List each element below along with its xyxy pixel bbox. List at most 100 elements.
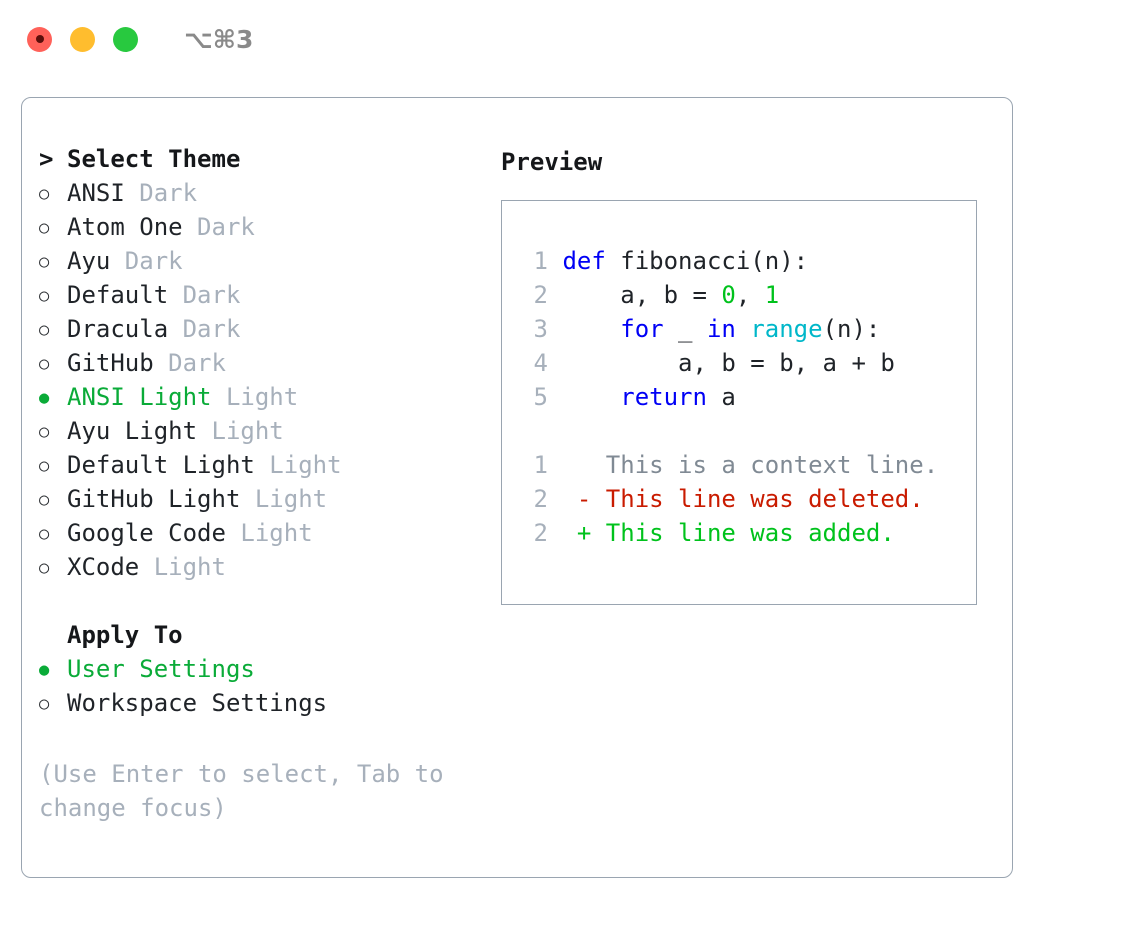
radio-unselected-icon: ○ — [39, 286, 50, 306]
radio-unselected-icon: ○ — [39, 354, 50, 374]
theme-option-label: Default Light — [67, 451, 255, 479]
code-line: 2 a, b = 0, 1 — [516, 278, 970, 312]
traffic-light-group — [27, 26, 138, 52]
apply-to-list: ●User Settings ○ Workspace Settings — [39, 655, 479, 723]
minimize-button[interactable] — [70, 26, 95, 52]
code-token-plain: (n): — [822, 315, 881, 343]
code-line: 3 for _ in range(n): — [516, 312, 970, 346]
theme-option-label: Ayu — [67, 247, 111, 275]
theme-option-variant: Light — [225, 519, 313, 547]
theme-option-label: Atom One — [67, 213, 183, 241]
select-theme-heading-label: Select Theme — [67, 145, 241, 173]
diff-marker: + — [548, 519, 592, 547]
line-number: 5 — [533, 383, 548, 411]
diff-block: 1 This is a context line.2 - This line w… — [516, 448, 970, 550]
diff-line: 2 - This line was deleted. — [516, 482, 970, 516]
theme-option-default-light[interactable]: ○Default Light Light — [39, 451, 479, 485]
theme-option-label: Google Code — [67, 519, 226, 547]
theme-list: ○ANSI Dark○Atom One Dark○Ayu Dark○Defaul… — [39, 179, 479, 587]
line-number: 1 — [533, 247, 548, 275]
diff-line-number: 2 — [533, 485, 548, 513]
code-line: 1 def fibonacci(n): — [516, 244, 970, 278]
apply-to-option-workspace-settings[interactable]: ○ Workspace Settings — [39, 689, 479, 723]
apply-to-option-label: Workspace Settings — [67, 689, 328, 717]
theme-option-variant: Dark — [182, 213, 255, 241]
theme-option-variant: Dark — [168, 315, 241, 343]
theme-option-variant: Dark — [124, 179, 198, 207]
code-token-plain: fibonacci(n): — [605, 247, 809, 275]
code-token-num: 1 — [764, 281, 780, 309]
theme-option-atom-one[interactable]: ○ Atom One Dark — [39, 213, 479, 247]
preview-column: Preview 1 def fibonacci(n):2 a, b = 0, 1… — [501, 145, 991, 605]
theme-option-label: Dracula — [67, 315, 169, 343]
code-token-plain: a, b = b, a + b — [562, 349, 895, 377]
theme-option-variant: Light — [254, 451, 342, 479]
theme-option-label: XCode — [67, 553, 140, 581]
code-line: 5 return a — [516, 380, 970, 414]
theme-option-xcode[interactable]: ○ XCode Light — [39, 553, 479, 587]
apply-to-option-user-settings[interactable]: ●User Settings — [39, 655, 479, 689]
preview-title: Preview — [501, 148, 603, 176]
code-token-plain — [562, 315, 620, 343]
line-number: 3 — [533, 315, 548, 343]
code-diff-separator — [516, 414, 970, 448]
theme-option-variant: Dark — [110, 247, 183, 275]
diff-line-number: 1 — [533, 451, 548, 479]
code-token-kw: def — [562, 247, 606, 275]
main-panel: > Select Theme ○ANSI Dark○Atom One Dark○… — [21, 97, 1013, 878]
diff-line-text: This line was deleted. — [591, 485, 924, 513]
radio-unselected-icon: ○ — [39, 558, 50, 578]
diff-line-number: 2 — [533, 519, 548, 547]
theme-option-label: GitHub Light — [67, 485, 241, 513]
window-titlebar: ⌥⌘3 — [0, 0, 1140, 78]
close-button[interactable] — [27, 26, 52, 52]
theme-option-ayu-light[interactable]: ○Ayu Light Light — [39, 417, 479, 451]
theme-option-variant: Dark — [168, 281, 241, 309]
code-token-kw: in — [706, 315, 736, 343]
theme-option-label: ANSI Light — [67, 383, 212, 411]
radio-unselected-icon: ○ — [39, 320, 50, 340]
code-token-plain: , — [735, 281, 765, 309]
theme-option-ansi[interactable]: ○ANSI Dark — [39, 179, 479, 213]
code-token-num: 0 — [721, 281, 736, 309]
code-line-text: return a — [548, 380, 736, 414]
radio-unselected-icon: ○ — [39, 524, 50, 544]
code-line-text: for _ in range(n): — [548, 312, 880, 346]
radio-unselected-icon: ○ — [39, 422, 50, 442]
theme-option-ayu[interactable]: ○Ayu Dark — [39, 247, 479, 281]
theme-option-label: ANSI — [67, 179, 125, 207]
caret-icon: > — [39, 145, 54, 173]
list-spacer — [39, 587, 479, 621]
theme-option-github-light[interactable]: ○GitHub Light Light — [39, 485, 479, 519]
theme-option-github[interactable]: ○ GitHub Dark — [39, 349, 479, 383]
apply-to-heading: ○ Apply To — [39, 621, 479, 655]
code-line: 4 a, b = b, a + b — [516, 346, 970, 380]
maximize-button[interactable] — [113, 26, 138, 52]
theme-option-ansi-light[interactable]: ● ANSI Light Light — [39, 383, 479, 417]
theme-option-variant: Dark — [153, 349, 226, 377]
radio-unselected-icon: ○ — [39, 694, 50, 714]
theme-option-label: GitHub — [67, 349, 154, 377]
diff-line-text: This is a context line. — [591, 451, 939, 479]
theme-option-variant: Light — [139, 553, 226, 581]
theme-option-google-code[interactable]: ○ Google Code Light — [39, 519, 479, 553]
diff-line: 1 This is a context line. — [516, 448, 970, 482]
radio-unselected-icon: ○ — [39, 218, 50, 238]
theme-option-label: Default — [67, 281, 169, 309]
code-token-plain — [562, 383, 620, 411]
line-number: 4 — [533, 349, 548, 377]
radio-unselected-icon: ○ — [39, 490, 50, 510]
radio-selected-icon: ● — [39, 388, 50, 408]
line-number: 2 — [533, 281, 548, 309]
theme-option-variant: Light — [211, 383, 299, 411]
theme-option-dracula[interactable]: ○ Dracula Dark — [39, 315, 479, 349]
theme-option-default[interactable]: ○ Default Dark — [39, 281, 479, 315]
code-token-kw: for — [620, 315, 664, 343]
keyboard-hint: (Use Enter to select, Tab to change focu… — [39, 760, 444, 822]
diff-line-text: This line was added. — [591, 519, 895, 547]
radio-selected-icon: ● — [39, 660, 50, 680]
window-title: ⌥⌘3 — [184, 24, 254, 54]
code-token-plain — [736, 315, 750, 343]
